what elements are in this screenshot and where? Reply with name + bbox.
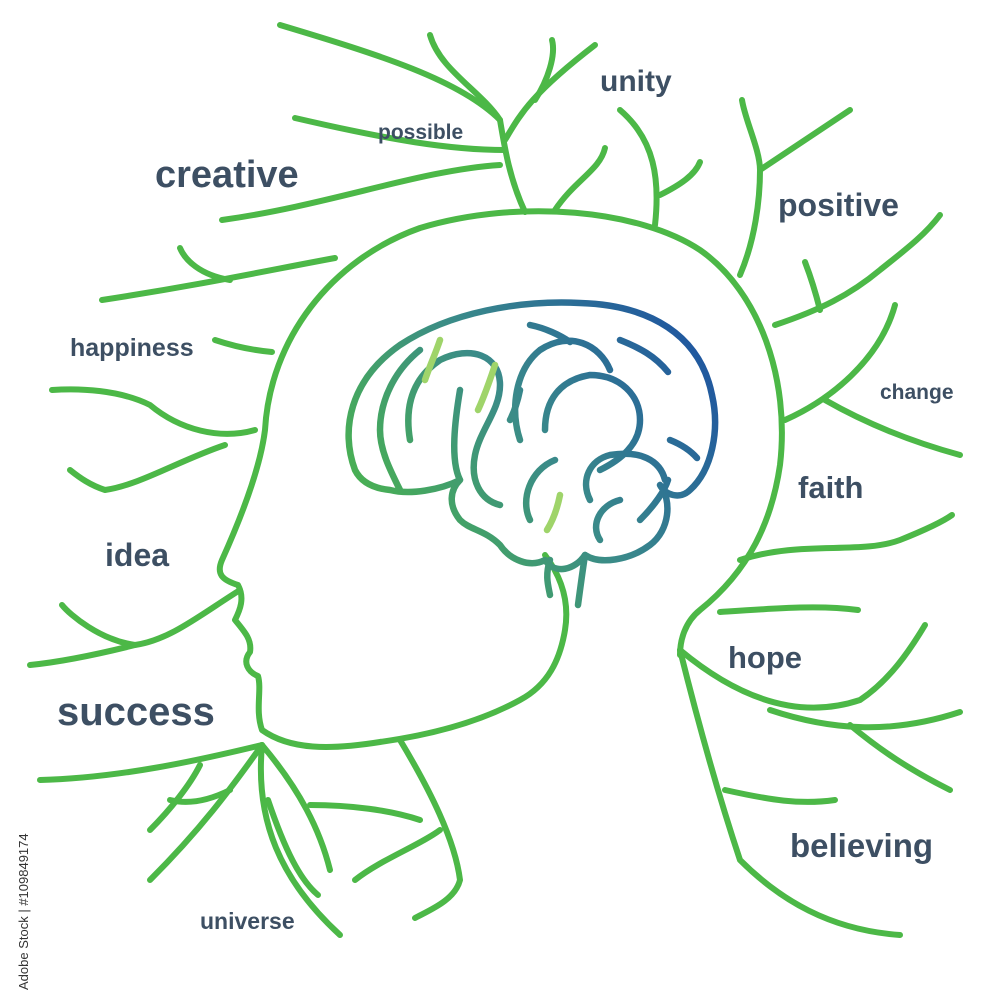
branch-right-3 [772, 212, 943, 328]
branch-top-9 [657, 159, 703, 198]
branch-right-5 [782, 302, 898, 423]
branch-top-3 [292, 115, 508, 153]
branch-right-1 [737, 97, 763, 278]
branch-left-6 [59, 587, 243, 648]
word-change: change [880, 381, 954, 404]
branch-right-4 [802, 259, 823, 313]
branch-right-9 [677, 622, 928, 711]
branch-right-12 [677, 647, 903, 938]
word-positive: positive [778, 187, 899, 223]
branch-bottom-3 [147, 742, 265, 883]
brain-fold-5 [541, 371, 644, 474]
branch-bottom-8 [397, 737, 463, 921]
brain-fold-3 [450, 386, 464, 484]
branch-top-5 [502, 42, 598, 143]
branch-right-8 [717, 604, 861, 615]
words: unity possible creative positive happine… [57, 65, 954, 934]
branch-bottom-5 [257, 742, 343, 938]
branch-top-6 [532, 37, 556, 103]
branch-top-8 [617, 107, 660, 228]
word-believing: believing [790, 827, 933, 864]
brain-light-2 [474, 361, 499, 414]
branch-top-7 [552, 145, 608, 213]
word-idea: idea [105, 537, 169, 573]
branch-bottom-7 [259, 742, 333, 873]
brain-fold-2 [405, 349, 504, 509]
word-universe: universe [200, 908, 295, 934]
branch-bottom-2 [147, 762, 203, 833]
branch-left-2 [177, 245, 233, 283]
branch-top-2 [277, 22, 503, 123]
branch-right-7 [737, 512, 955, 563]
branch-left-3 [212, 337, 275, 355]
branch-bottom-4 [167, 787, 233, 805]
branch-bottom-9 [307, 802, 423, 823]
brain-stem [574, 551, 589, 609]
branch-right-2 [757, 107, 853, 173]
word-unity: unity [600, 65, 672, 98]
branch-bottom-6 [265, 797, 321, 898]
brain-dash-3 [666, 436, 701, 462]
brain-fold-6 [582, 450, 669, 504]
stock-id-watermark: Adobe Stock | #109849174 [16, 833, 31, 990]
branch-left-5 [67, 442, 228, 493]
branch-bottom-10 [352, 827, 443, 883]
branch-right-6 [822, 397, 963, 458]
branch-right-13 [722, 787, 838, 805]
brain [345, 299, 719, 609]
branch-right-11 [847, 722, 953, 793]
brain-fold-8 [592, 496, 624, 544]
branches [27, 22, 963, 938]
branch-left-7 [27, 642, 138, 668]
brain-light-3 [543, 491, 564, 534]
brain-light-1 [421, 336, 444, 384]
branch-left-4 [49, 386, 258, 437]
brain-fold-1 [376, 346, 424, 494]
word-possible: possible [378, 121, 463, 144]
word-hope: hope [728, 640, 802, 675]
word-happiness: happiness [70, 334, 194, 362]
branch-bottom-1 [37, 742, 265, 783]
brain-dash-1 [526, 321, 574, 346]
brain-stem-2 [544, 556, 554, 599]
word-faith: faith [798, 470, 863, 505]
brain-fold-9 [636, 476, 672, 524]
brain-dash-4 [506, 386, 524, 424]
brain-fold-7 [522, 456, 559, 524]
word-success: success [57, 690, 215, 734]
word-creative: creative [155, 154, 299, 196]
brain-dash-2 [616, 336, 672, 376]
branch-top-4 [219, 162, 503, 223]
head-outline [216, 208, 785, 750]
branch-right-10 [767, 707, 963, 731]
brain-outline [345, 299, 719, 573]
